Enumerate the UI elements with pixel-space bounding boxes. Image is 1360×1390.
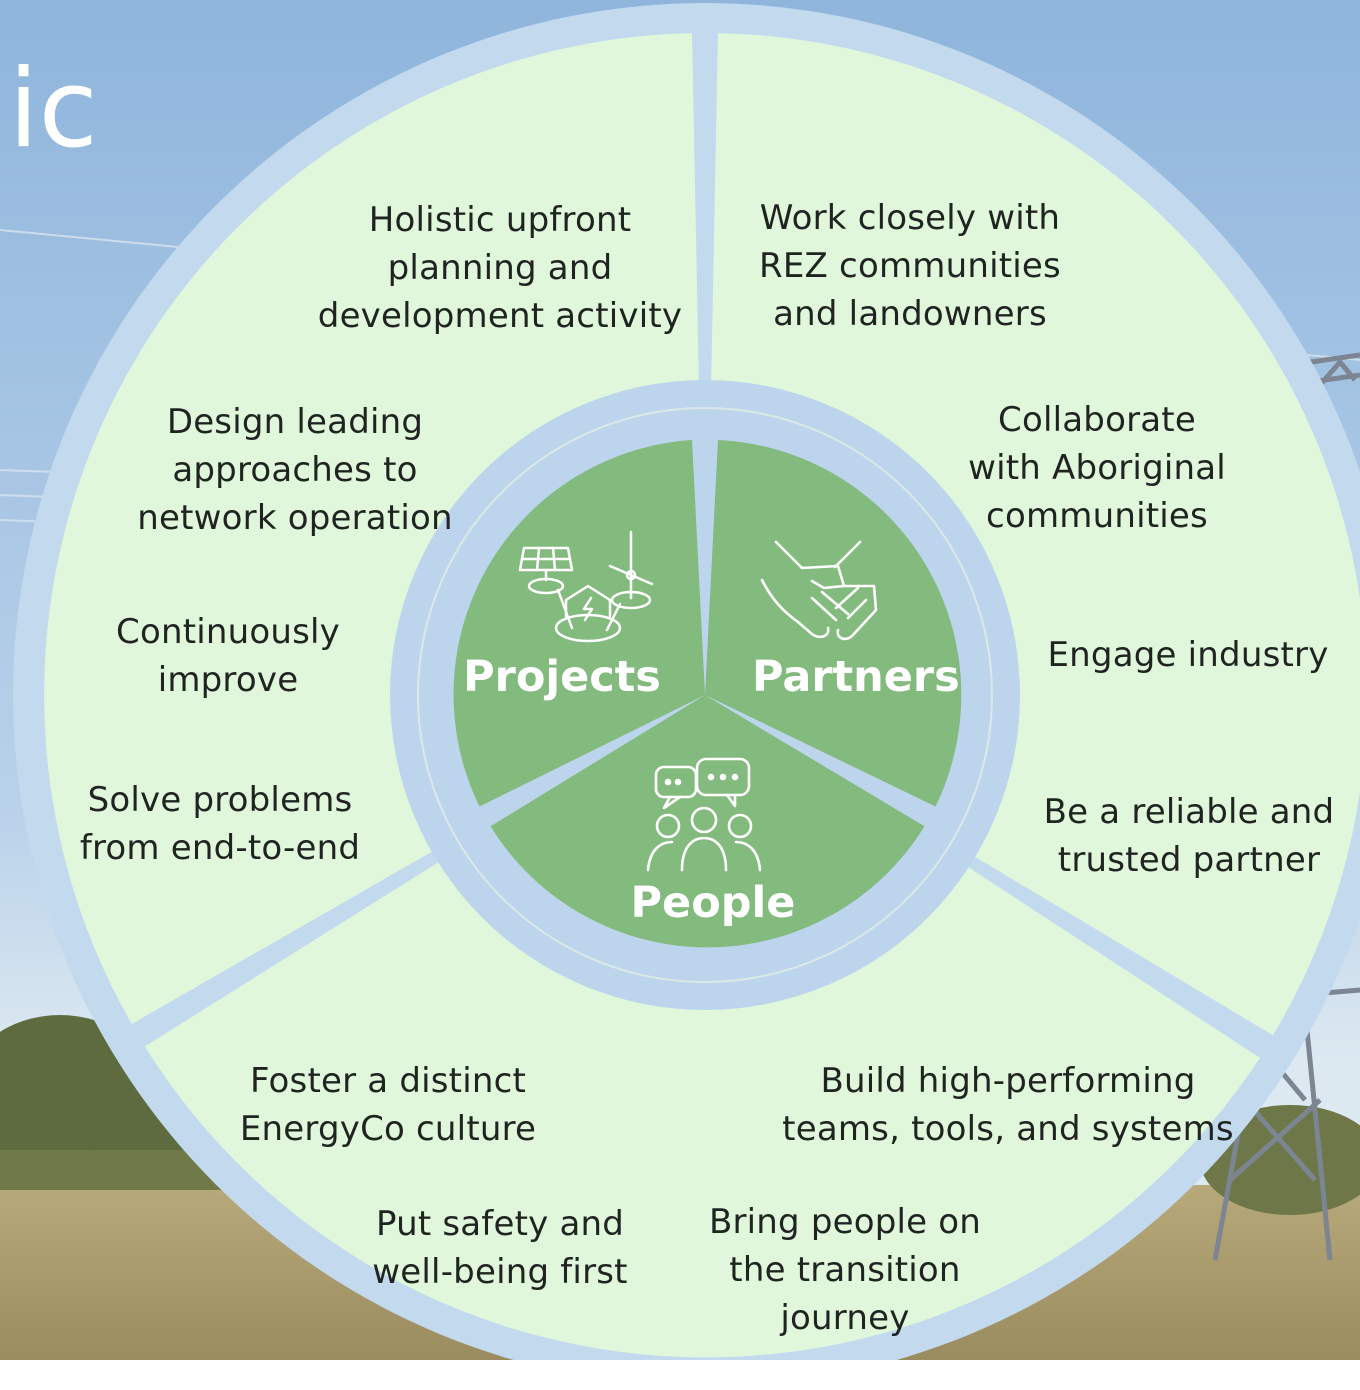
segment-title-people: People [630,878,796,928]
handshake-icon [760,540,878,641]
partners-item-3: Engage industry [1047,635,1329,675]
strategy-wheel-diagram [0,0,1360,1360]
inner-segment-partners [705,440,962,807]
inner-segment-projects [453,440,705,807]
people-chat-icon [646,757,762,872]
segment-title-partners: Partners [752,652,960,702]
background-title: gic [0,47,98,172]
inner-segments [453,440,962,948]
hub-ring-edge [417,407,993,983]
segment-title-projects: Projects [463,652,661,702]
outer-segment-people [144,695,1260,1358]
solar-wind-house-icon [518,530,654,643]
inner-segment-people [490,695,925,948]
